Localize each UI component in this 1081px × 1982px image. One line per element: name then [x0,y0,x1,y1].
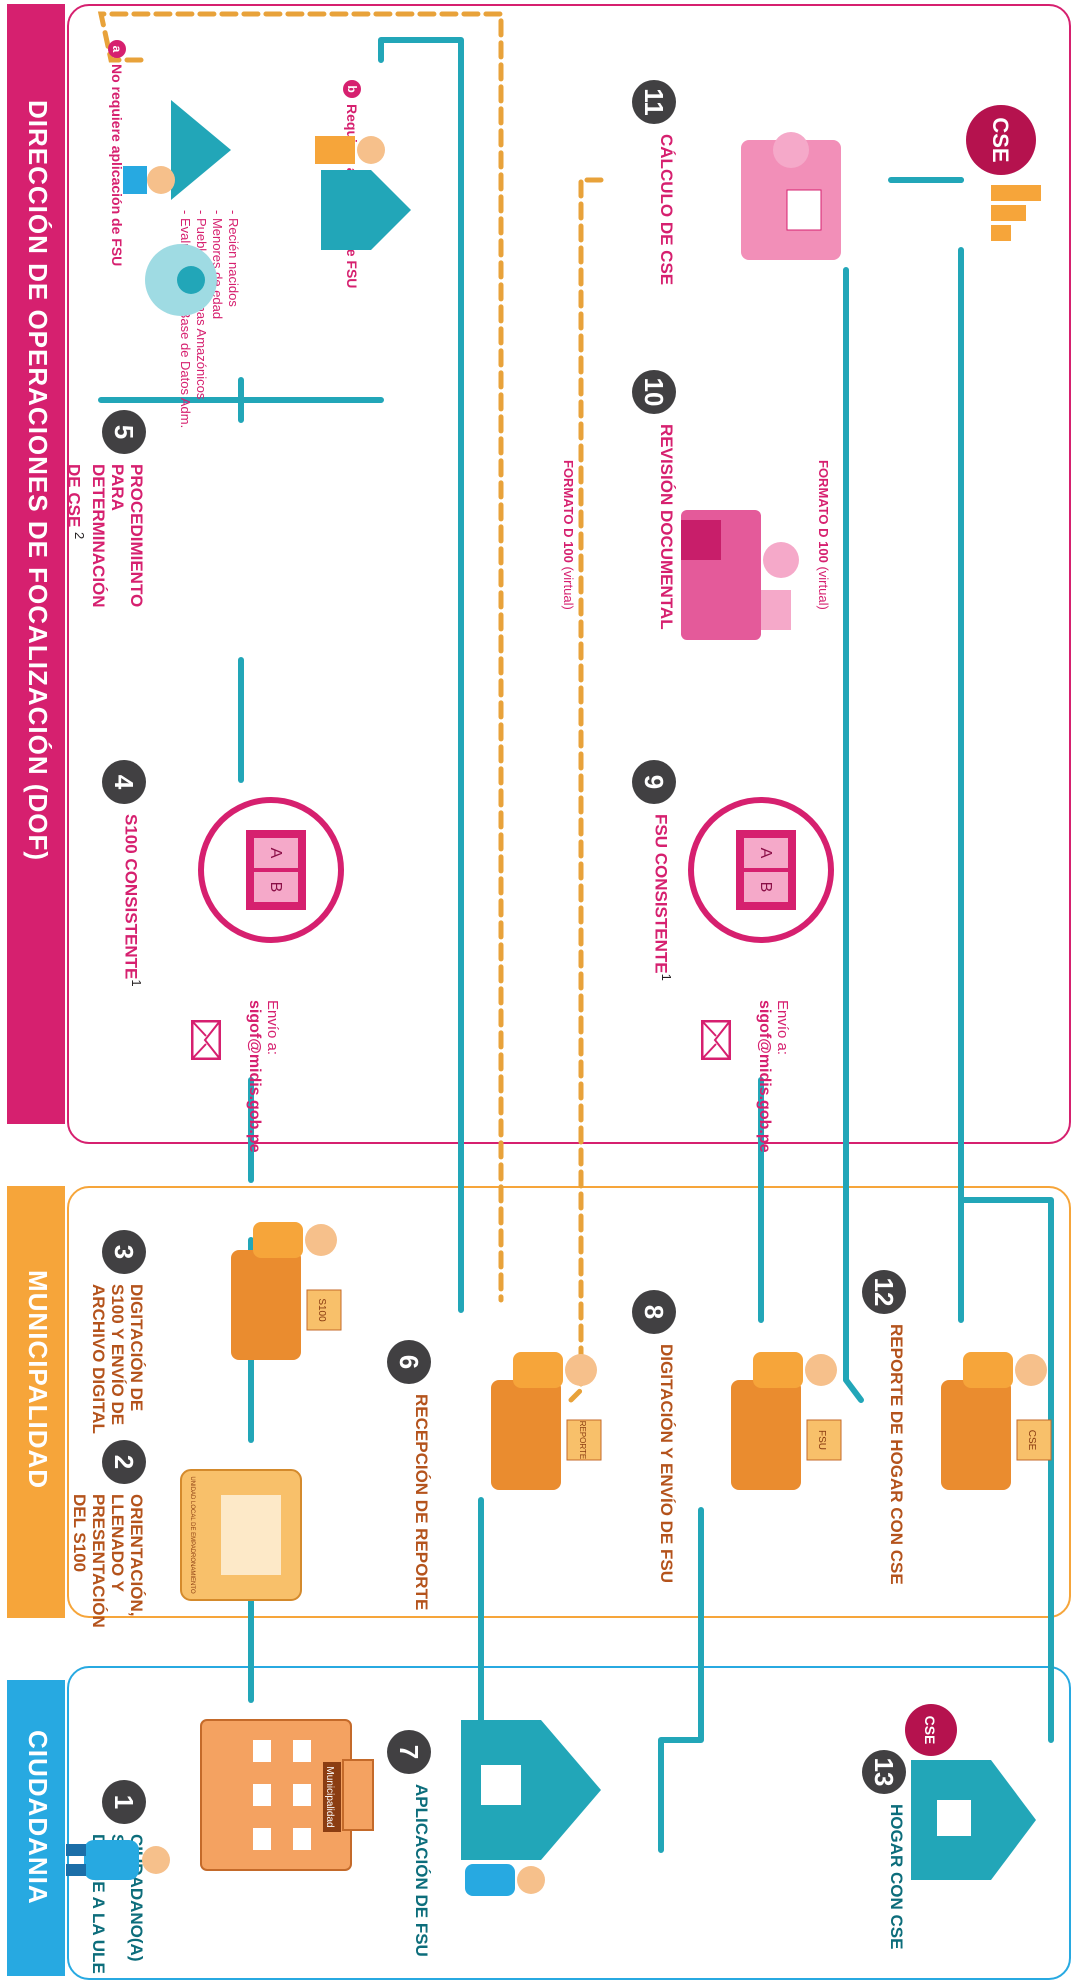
lane-title-municipalidad: MUNICIPALIDAD [23,1270,53,1490]
dashed-a-to-6 [97,11,504,1303]
formato-main: FORMATO D 100 [816,460,831,563]
lane-title-ciudadania: CIUDADANIA [23,1730,53,1905]
municipality-sign-text: Municipalidad [324,1766,335,1827]
envio-prefix: Envío a: [264,1000,281,1056]
step-9-label-text: FSU CONSISTENTE [651,814,671,974]
envelope-icon [191,1020,221,1060]
step-5-number: 5 [102,410,146,454]
formato-label-lower: FORMATO D 100 (virtual) [816,460,831,610]
formato-virtual: (virtual) [816,566,831,610]
formato-virtual: (virtual) [561,566,576,610]
step-6-number: 6 [387,1340,431,1384]
formato-label-upper: FORMATO D 100 (virtual) [561,460,576,610]
step-3-label: DIGITACIÓN DE S100 Y ENVÍO DE ARCHIVO DI… [89,1284,146,1434]
step-3-number: 3 [102,1230,146,1274]
step-8-label: DIGITACIÓN Y ENVÍO DE FSU [657,1344,676,1583]
ab-label-a: A [757,848,774,859]
envio-email: sigof@midis.gob.pe [246,1000,263,1153]
option-a-badge: a [108,40,126,58]
step-8: 8 DIGITACIÓN Y ENVÍO DE FSU [632,1290,676,1583]
indigenous-community-icon [123,100,231,200]
step-12: 12 REPORTE DE HOGAR CON CSE [862,1270,906,1585]
footnote-1: 1 [129,979,144,987]
municipality-building-icon: Municipalidad [200,1719,374,1871]
step-2-label: ORIENTACIÓN, LLENADO Y PRESENTACIÓN DEL … [70,1494,146,1628]
s100-doc-text: S100 [316,1298,327,1322]
envio-fsu: Envío a: sigof@midis.gob.pe [755,1000,791,1153]
cse-badge-icon: CSE [966,105,1041,241]
connector-11-to-8 [843,267,864,1403]
footnote-2: 2 [72,532,87,540]
step-10-number: 10 [632,370,676,414]
step-7: 7 APLICACIÓN DE FSU [387,1730,431,1957]
step-4-label: S100 CONSISTENTE1 [121,814,146,987]
fsu-doc-text: FSU [816,1430,827,1450]
step-11-number: 11 [632,80,676,124]
municipal-worker-report-icon: REPORTE [491,1352,602,1490]
formato-main: FORMATO D 100 [561,460,576,563]
connector-12-to-13 [958,1197,1054,1743]
envio-s100: Envío a: sigof@midis.gob.pe [245,1000,281,1153]
connector-7-to-8 [658,1507,704,1853]
cse-badge-text: CSE [988,117,1013,162]
connector-b-to-6 [378,37,464,1313]
step-8-number: 8 [632,1290,676,1334]
step-9-label: FSU CONSISTENTE1 [651,814,676,981]
cse-calculation-icon [741,132,841,260]
step-5-label: PROCEDIMIENTO PARA DETERMINACIÓN DE CSE … [64,464,146,608]
ab-label-b: B [757,882,774,893]
municipal-worker-s100-icon: S100 [231,1222,342,1360]
step-4-label-text: S100 CONSISTENTE [121,814,141,980]
ule-desk-icon: UNIDAD LOCAL DE EMPADRONAMIENTO [180,1469,302,1601]
step-7-label: APLICACIÓN DE FSU [412,1784,431,1957]
household-cse-text: CSE [922,1716,938,1745]
cse-doc-text: CSE [1026,1430,1037,1451]
step-3: 3 DIGITACIÓN DE S100 Y ENVÍO DE ARCHIVO … [89,1230,146,1434]
connector-cse-to-12 [913,177,964,1323]
step-7-number: 7 [387,1730,431,1774]
newborn-icon [145,244,217,316]
household-with-cse-icon: CSE [905,1704,1036,1880]
envio-email: sigof@midis.gob.pe [756,1000,773,1153]
step-2: 2 ORIENTACIÓN, LLENADO Y PRESENTACIÓN DE… [70,1440,146,1628]
ab-label-a: A [267,848,284,859]
dashed-10-to-8 [568,177,604,1403]
step-4: 4 S100 CONSISTENTE1 [102,760,146,987]
municipal-worker-fsu-icon: FSU [731,1352,842,1490]
step-12-label: REPORTE DE HOGAR CON CSE [887,1324,906,1585]
municipal-worker-cse-icon: CSE [941,1352,1052,1490]
ab-label-b: B [267,882,284,893]
report-doc-text: REPORTE [578,1421,587,1460]
consistency-check-monitor-icon: A B [198,797,344,943]
step-4-number: 4 [102,760,146,804]
step-11-label: CÁLCULO DE CSE [657,134,676,286]
option-b-badge: b [343,80,361,98]
family-house-icon [461,1720,601,1896]
document-review-icon [681,510,799,640]
step-9: 9 FSU CONSISTENTE1 [632,760,676,981]
citizen-icon [66,1840,170,1880]
footnote-1b: 1 [659,973,674,981]
step-6-label: RECEPCIÓN DE REPORTE [412,1394,431,1611]
ule-sign-text: UNIDAD LOCAL DE EMPADRONAMIENTO [189,1476,195,1594]
step-2-number: 2 [102,1440,146,1484]
step-6: 6 RECEPCIÓN DE REPORTE [387,1340,431,1610]
requires-fsu-icon [315,136,411,250]
lane-title-dof: DIRECCIÓN DE OPERACIONES DE FOCALIZACIÓN… [23,100,53,862]
envelope-icon [701,1020,731,1060]
fsu-consistency-monitor-icon: A B [688,797,834,943]
step-11: 11 CÁLCULO DE CSE [632,80,676,285]
step-12-number: 12 [862,1270,906,1314]
connector-5-bracket [98,377,384,423]
step-9-number: 9 [632,760,676,804]
envio-prefix: Envío a: [774,1000,791,1056]
step-5: 5 PROCEDIMIENTO PARA DETERMINACIÓN DE CS… [64,410,146,608]
